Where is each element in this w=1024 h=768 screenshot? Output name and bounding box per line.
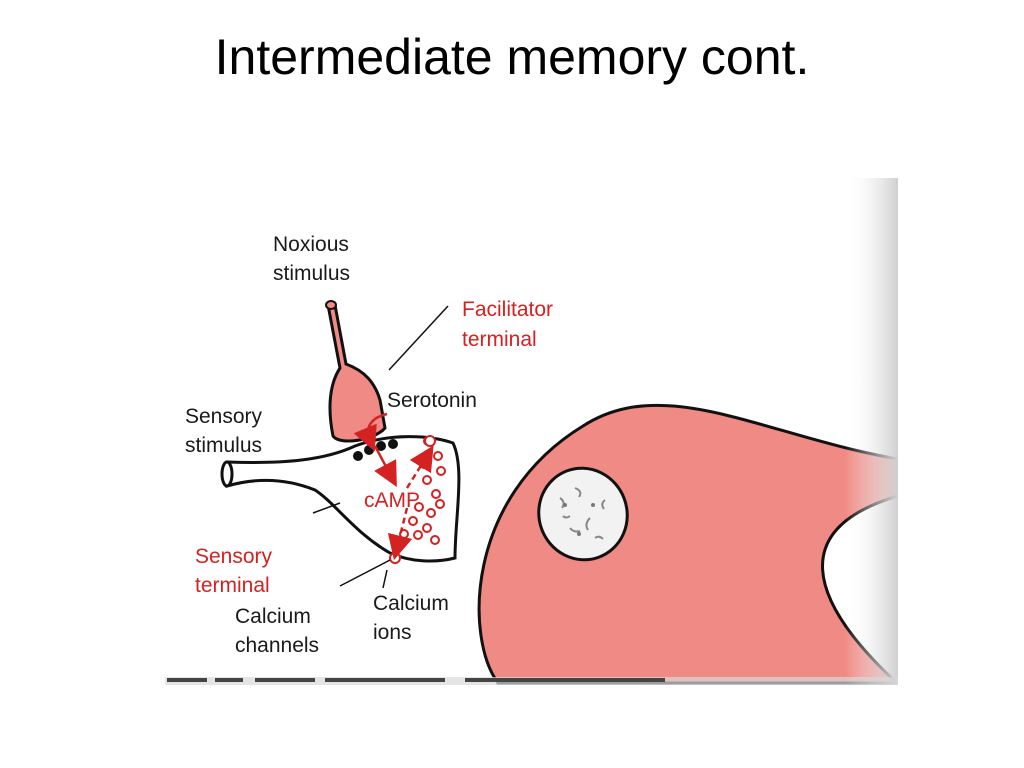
label-facilitator-terminal-2: terminal [462, 328, 537, 351]
calcium-channel-bottom [389, 552, 401, 564]
nucleus [537, 466, 629, 562]
calcium-channel-top [424, 435, 436, 447]
label-calcium-ions-2: ions [373, 621, 412, 644]
label-sensory-stimulus-2: stimulus [185, 434, 262, 457]
signaling-arrows [353, 412, 434, 561]
label-serotonin: Serotonin [387, 389, 477, 412]
label-camp: cAMP [364, 489, 420, 512]
scan-edge-shadow [845, 178, 898, 685]
synapse-diagram: Noxious stimulus Facilitator terminal Se… [165, 178, 898, 685]
facilitator-terminal [325, 300, 387, 443]
label-noxious-stimulus-1: Noxious [273, 233, 349, 256]
label-sensory-stimulus-1: Sensory [185, 405, 263, 428]
label-noxious-stimulus-2: stimulus [273, 262, 350, 285]
label-sensory-terminal-2: terminal [195, 574, 270, 597]
label-sensory-terminal-1: Sensory [195, 545, 273, 568]
postsynaptic-neuron [477, 403, 898, 685]
sensory-axon-end [220, 460, 234, 488]
label-calcium-ions-1: Calcium [373, 592, 449, 615]
label-facilitator-terminal-1: Facilitator [462, 298, 553, 321]
slide-title: Intermediate memory cont. [214, 29, 810, 85]
label-calcium-channels-2: channels [235, 634, 319, 657]
synapse-diagram-svg: Noxious stimulus Facilitator terminal Se… [165, 178, 898, 685]
label-calcium-channels-1: Calcium [235, 605, 311, 628]
pointer-lines [312, 305, 449, 589]
